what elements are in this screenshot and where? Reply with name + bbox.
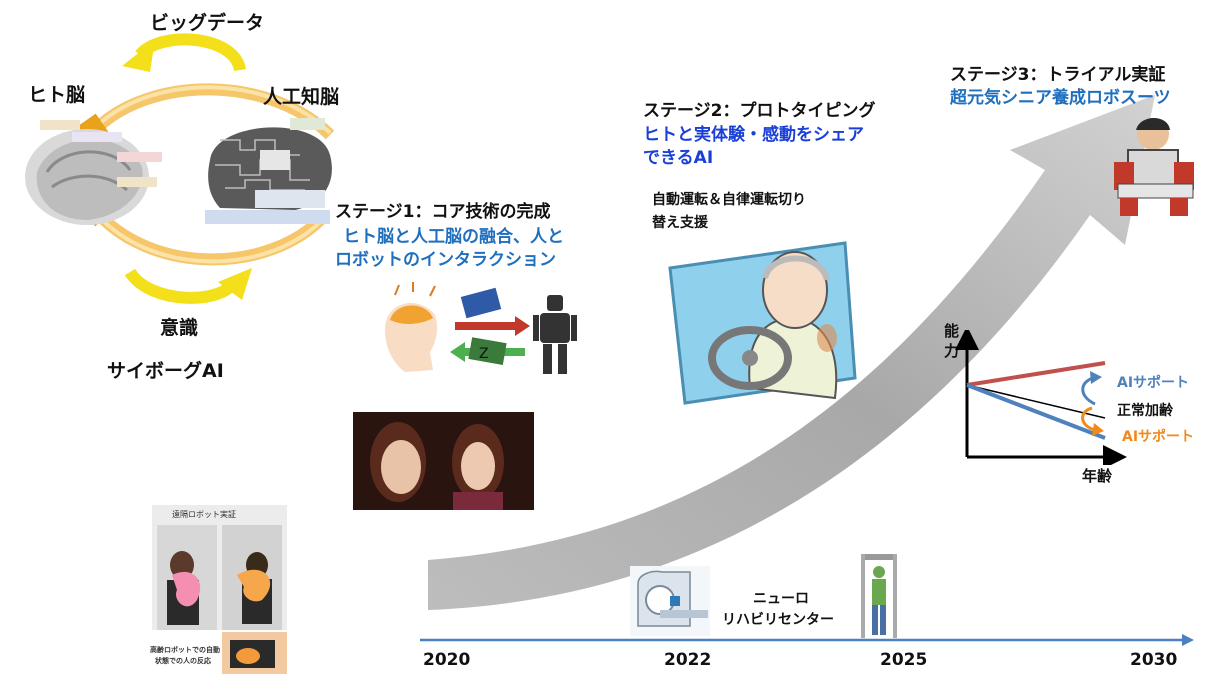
year-2020: 2020 (423, 650, 471, 670)
hug-robot-photo: 遠隔ロボット実証 (152, 505, 287, 645)
rehab-walker-icon (861, 554, 897, 638)
cyborg-ai-label: サイボーグAI (107, 360, 224, 382)
year-2025: 2025 (880, 650, 928, 670)
ability-chart (955, 330, 1127, 465)
big-data-label: ビッグデータ (150, 12, 265, 34)
timeline-axis (420, 634, 1194, 646)
svg-text:Z: Z (479, 346, 489, 362)
stage2-subtitle-line1: ヒトと実体験・感動をシェア (643, 125, 864, 145)
normal-aging-label: 正常加齢 (1117, 403, 1173, 419)
artificial-brain-label: 人工知脳 (263, 86, 340, 108)
stage3-subtitle: 超元気シニア養成ロボスーツ (950, 88, 1171, 108)
ai-support-upper-label: AIサポート (1117, 375, 1190, 391)
ai-brain-icon (200, 110, 340, 235)
svg-text:遠隔ロボット実証: 遠隔ロボット実証 (172, 509, 236, 519)
android-photo-icon (353, 412, 534, 510)
neuro-label-line1: ニューロ (753, 591, 809, 607)
stage3-title: ステージ3：トライアル実証 (950, 65, 1166, 85)
stage2-note-line1: 自動運転＆自律運転切り (652, 192, 806, 208)
stage2-note-line2: 替え支援 (652, 215, 708, 231)
mri-scanner-icon (630, 566, 710, 636)
stage1-subtitle-line1: ヒト脳と人工脳の融合、人と (343, 227, 564, 247)
robot-suit-icon (1114, 118, 1194, 216)
neuro-label-line2: リハビリセンター (722, 612, 834, 628)
normal-aging-line (966, 384, 1106, 419)
year-2030: 2030 (1130, 650, 1178, 670)
consciousness-label: 意識 (160, 317, 199, 339)
reaction-caption-line2: 状態での人の反応 (155, 657, 211, 665)
elderly-driver-icon (668, 241, 857, 405)
ai-support-lower-label: AIサポート (1122, 429, 1195, 445)
stage1-subtitle-line2: ロボットのインタラクション (335, 250, 556, 270)
reaction-caption-line1: 高齢ロボットでの自動 (150, 646, 220, 654)
year-2022: 2022 (664, 650, 712, 670)
stage2-title: ステージ2：プロトタイピング (643, 101, 876, 121)
stage2-subtitle-line2: できるAI (643, 148, 714, 168)
stage1-title: ステージ1：コア技術の完成 (335, 202, 551, 222)
human-brain-label: ヒト脳 (28, 84, 86, 106)
robot-reaction-photo (150, 630, 290, 676)
brain-robot-interaction: Z (385, 282, 577, 374)
ai-support-lower-line (966, 383, 1106, 440)
brain-photo-icon (12, 112, 182, 237)
robot-icon (533, 295, 577, 374)
ai-support-upper-line (966, 361, 1106, 387)
age-xlabel: 年齢 (1082, 467, 1113, 485)
